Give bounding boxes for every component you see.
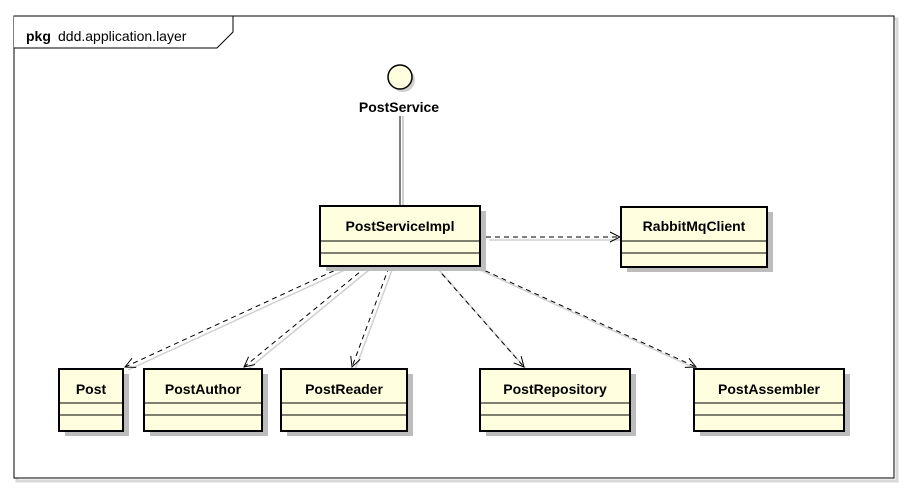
dependency-lines [125,237,700,371]
class-post-assembler[interactable]: PostAssembler [693,368,850,436]
class-rabbit-mq-client[interactable]: RabbitMqClient [620,206,773,272]
class-label: PostReader [305,381,383,397]
dependency-repository [435,266,524,367]
class-label: PostAuthor [165,381,242,397]
dependency-assembler [476,266,696,367]
class-post-repository[interactable]: PostRepository [479,368,636,436]
class-post-service-impl[interactable]: PostServiceImpl [319,205,486,271]
class-label: PostRepository [503,381,607,397]
class-label: RabbitMqClient [643,218,746,234]
interface-circle-icon [387,64,413,90]
class-post-reader[interactable]: PostReader [280,368,413,436]
interface-label: PostService [359,99,439,115]
class-label: Post [76,381,107,397]
package-name: ddd.application.layer [58,28,187,44]
class-label: PostAssembler [718,381,820,397]
package-keyword: pkg [26,28,51,44]
interface-post-service[interactable]: PostService [359,64,439,205]
class-label: PostServiceImpl [346,218,455,234]
dependency-post [125,266,343,367]
class-post[interactable]: Post [58,368,129,436]
class-post-author[interactable]: PostAuthor [143,368,268,436]
